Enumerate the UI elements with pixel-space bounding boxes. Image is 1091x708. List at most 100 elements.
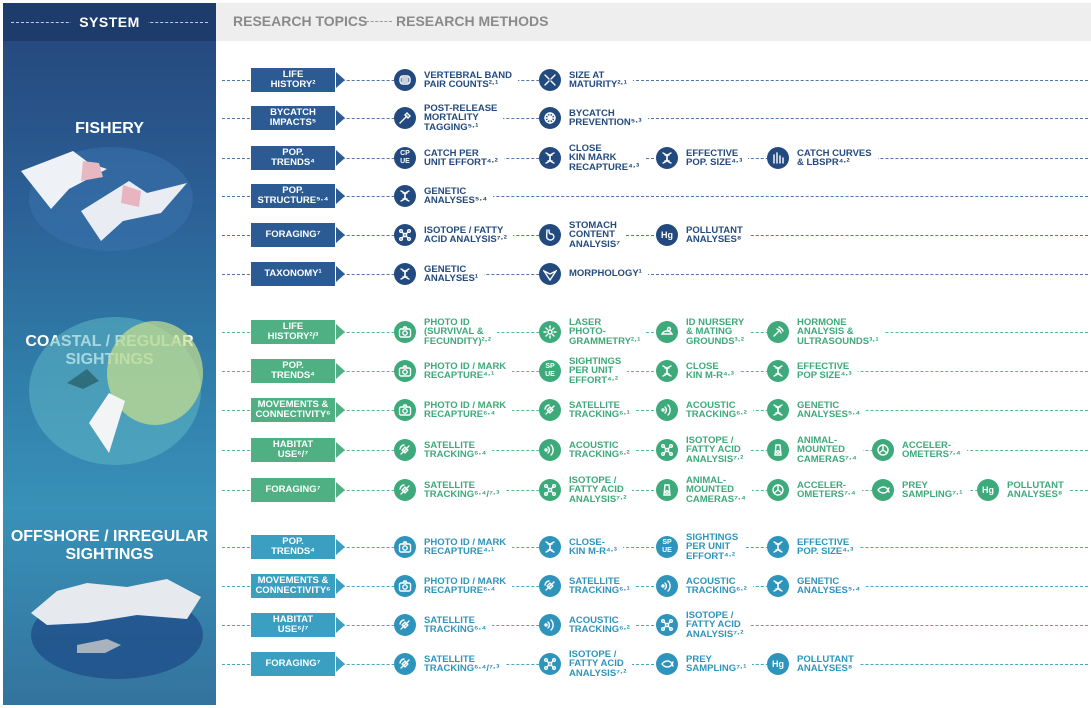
research-method-label: ACOUSTIC TRACKING⁶·²	[686, 575, 747, 596]
research-method: PHOTO ID / MARK RECAPTURE⁶·⁴	[394, 395, 513, 425]
arrow-right-icon	[336, 656, 345, 672]
research-method-label: GENETIC ANALYSES⁵·⁴	[797, 575, 861, 596]
research-method: ID NURSERY & MATING GROUNDS³·²	[656, 317, 751, 347]
research-method: CLOSE KIN M-R⁴·³	[656, 356, 740, 386]
research-method-label: BYCATCH PREVENTION⁵·³	[569, 107, 642, 128]
research-topic-label: FORAGING⁷	[265, 658, 321, 669]
research-method: ACOUSTIC TRACKING⁶·²	[656, 395, 753, 425]
stomach-icon	[539, 224, 561, 246]
acoustic-icon	[539, 439, 561, 461]
satellite-icon	[394, 479, 416, 501]
dna-icon	[656, 360, 678, 382]
research-method: ACCELER- OMETERS⁷·⁴	[767, 475, 862, 505]
research-topic-label: POP. STRUCTURE⁵·⁴	[257, 185, 329, 206]
research-topic-label: FORAGING⁷	[265, 229, 321, 240]
system-label-offshore: OFFSHORE / IRREGULAR SIGHTINGS	[10, 528, 209, 563]
acoustic-icon	[656, 575, 678, 597]
research-method-label: PHOTO ID (SURVIVAL & FECUNDITY)²·²	[424, 316, 492, 347]
research-method: SATELLITE TRACKING⁶·⁴/⁷·³	[394, 649, 506, 679]
isotope-icon	[539, 479, 561, 501]
vertebra-icon	[394, 69, 416, 91]
system-column: SYSTEM FISHERY COASTAL / REGULAR SIGHTIN…	[3, 3, 216, 705]
arrow-right-icon	[336, 188, 345, 204]
research-method: BYCATCH PREVENTION⁵·³	[539, 103, 648, 133]
research-method: SATELLITE TRACKING⁶·¹	[539, 395, 636, 425]
camera-icon	[394, 575, 416, 597]
research-method-label: ISOTOPE / FATTY ACID ANALYSIS⁷·²	[424, 224, 507, 245]
research-method-label: ISOTOPE / FATTY ACID ANALYSIS⁷·²	[686, 609, 744, 640]
arrow-right-icon	[336, 110, 345, 126]
research-method: ACCELER- OMETERS⁷·⁴	[872, 435, 967, 465]
research-method-label: ACOUSTIC TRACKING⁶·²	[569, 439, 630, 460]
arrow-right-icon	[336, 617, 345, 633]
research-method: PHOTO ID / MARK RECAPTURE⁶·⁴	[394, 571, 513, 601]
research-topic-label: HABITAT USE⁶/⁷	[272, 614, 314, 635]
research-topic-box: FORAGING⁷	[251, 478, 335, 502]
research-topic-label: BYCATCH IMPACTS⁵	[269, 107, 317, 128]
accelerometer-icon	[767, 479, 789, 501]
satellite-icon	[394, 653, 416, 675]
research-method-label: CLOSE- KIN M-R⁴·³	[569, 536, 617, 557]
research-topic-box: TAXONOMY¹	[251, 262, 335, 286]
research-topic-box: HABITAT USE⁶/⁷	[251, 438, 335, 462]
research-method-label: PHOTO ID / MARK RECAPTURE⁶·⁴	[424, 575, 507, 596]
research-topic-label: FORAGING⁷	[265, 484, 321, 495]
research-method-label: SATELLITE TRACKING⁶·⁴	[424, 439, 487, 460]
hg-icon: Hg	[656, 224, 678, 246]
research-method: CLOSE KIN MARK RECAPTURE⁴·³	[539, 143, 646, 173]
prey-icon	[656, 653, 678, 675]
research-method-label: LASER PHOTO- GRAMMETRY²·¹	[569, 316, 641, 347]
row-connector-line	[222, 547, 1088, 548]
dna-icon	[767, 536, 789, 558]
research-method-label: STOMACH CONTENT ANALYSIS⁷	[569, 219, 621, 250]
arrow-right-icon	[336, 324, 345, 340]
prey-icon	[872, 479, 894, 501]
arrow-right-icon	[336, 402, 345, 418]
camera-icon	[394, 360, 416, 382]
research-method-label: ISOTOPE / FATTY ACID ANALYSIS⁷·²	[686, 434, 744, 465]
research-method: SATELLITE TRACKING⁶·¹	[539, 571, 636, 601]
research-method-label: SATELLITE TRACKING⁶·⁴/⁷·³	[424, 479, 500, 500]
row-connector-line	[222, 158, 1088, 159]
research-method: GENETIC ANALYSES⁵·⁴	[767, 571, 867, 601]
research-topic-box: HABITAT USE⁶/⁷	[251, 613, 335, 637]
research-method: PHOTO ID / MARK RECAPTURE⁴·¹	[394, 532, 513, 562]
isotope-icon	[656, 439, 678, 461]
accelerometer-icon	[872, 439, 894, 461]
research-method: EFFECTIVE POP. SIZE⁴·³	[767, 532, 860, 562]
research-method-label: ANIMAL- MOUNTED CAMERAS⁷·⁴	[797, 434, 857, 465]
research-method-label: MORPHOLOGY¹	[569, 268, 642, 280]
research-topic-box: MOVEMENTS & CONNECTIVITY⁶	[251, 574, 335, 598]
system-header: SYSTEM	[3, 3, 216, 41]
arrow-right-icon	[336, 227, 345, 243]
topic-row: HABITAT USE⁶/⁷ SATELLITE TRACKING⁶·⁴ ACOUS…	[222, 435, 1088, 465]
research-method: PREY SAMPLING⁷·¹	[872, 475, 969, 505]
laser-icon	[539, 321, 561, 343]
research-method: SATELLITE TRACKING⁶·⁴	[394, 435, 493, 465]
row-connector-line	[222, 410, 1088, 411]
methods-header: RESEARCH METHODS	[396, 13, 549, 29]
satellite-icon	[394, 439, 416, 461]
research-method: ISOTOPE / FATTY ACID ANALYSIS⁷·²	[656, 609, 750, 640]
research-method-label: ANIMAL- MOUNTED CAMERAS⁷·⁴	[686, 474, 746, 505]
research-method: EFFECTIVE POP. SIZE⁴·³	[656, 143, 749, 173]
research-method-label: PHOTO ID / MARK RECAPTURE⁶·⁴	[424, 399, 507, 420]
hg-icon: Hg	[767, 653, 789, 675]
research-topic-box: FORAGING⁷	[251, 652, 335, 676]
research-method-label: HORMONE ANALYSIS & ULTRASOUNDS³·¹	[797, 316, 879, 347]
camera-mount-icon	[656, 479, 678, 501]
arrow-right-icon	[336, 482, 345, 498]
research-method: ACOUSTIC TRACKING⁶·²	[539, 435, 636, 465]
offshore-illustration	[31, 579, 203, 679]
research-method-label: PREY SAMPLING⁷·¹	[686, 653, 747, 674]
research-method-label: SATELLITE TRACKING⁶·⁴/⁷·³	[424, 653, 500, 674]
